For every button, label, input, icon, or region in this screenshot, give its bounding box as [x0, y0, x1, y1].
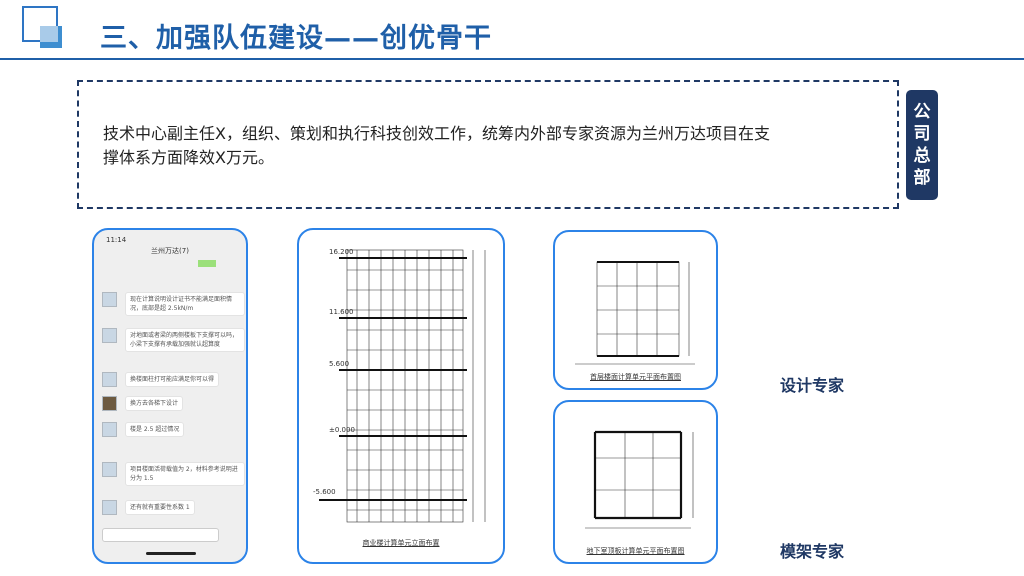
chat-message: 换方去各梯下设计: [102, 396, 184, 411]
chat-message: 现在计算说明设计证书不能满足面积情况，底部是超 2.5kN/m: [102, 292, 245, 316]
chat-input[interactable]: [102, 528, 219, 542]
side-tag-char: 司: [913, 124, 931, 144]
plan-drawing-panel-1: 首层楼面计算单元平面布置图: [553, 230, 718, 390]
text-frame: [77, 80, 899, 209]
level-label: 5.600: [329, 360, 349, 368]
side-tag-char: 总: [913, 146, 931, 166]
chat-message: 项目楼面活荷载值为 2，材料参考说明进分为 1.5: [102, 462, 245, 486]
plan1-caption: 首层楼面计算单元平面布置图: [590, 373, 681, 381]
plan-drawing-panel-2: 地下室顶板计算单元平面布置图: [553, 400, 718, 564]
avatar: [102, 396, 117, 411]
side-tag-char: 部: [913, 168, 931, 188]
avatar: [102, 500, 117, 515]
level-label: 11.600: [329, 308, 354, 316]
chat-message: 还有就有重要性系数 1: [102, 500, 195, 515]
chat-message: 楼是 2.5 超过情况: [102, 422, 185, 437]
design-expert-label: 设计专家: [780, 376, 845, 395]
side-tag-char: 公: [913, 102, 931, 122]
level-label: -5.600: [313, 488, 336, 496]
avatar: [102, 372, 117, 387]
plan-drawing-1: [575, 261, 695, 365]
plan-drawing-2: [585, 430, 694, 529]
elevation-caption: 商业楼计算单元立面布置: [362, 539, 440, 547]
phone-status-time: 11:14: [106, 236, 127, 244]
side-tag: 公 司 总 部: [906, 90, 938, 200]
chat-screenshot-panel: 11:14 兰州万达(7) 现在计算说明设计证书不能满足面积情况，底部是超 2.…: [92, 228, 248, 564]
chat-title: 兰州万达(7): [151, 247, 189, 255]
avatar: [102, 328, 117, 343]
chat-message: 对地面或者梁的两侧楼板下支撑可以吗，小梁下支撑有承载加强就认超算度: [102, 328, 245, 352]
plan2-caption: 地下室顶板计算单元平面布置图: [586, 547, 685, 555]
avatar: [102, 462, 117, 477]
sent-bubble: [198, 260, 216, 267]
title-decoration-highlight: [40, 26, 58, 42]
elevation-drawing-panel: 16.200 11.600 5.600 ±0.000 -5.600 商业楼计算单…: [297, 228, 505, 564]
page-title: 三、加强队伍建设——创优骨干: [100, 23, 492, 54]
avatar: [102, 292, 117, 307]
title-divider: [0, 58, 1024, 60]
elevation-drawing: 16.200 11.600 5.600 ±0.000 -5.600: [313, 248, 486, 523]
body-text: 技术中心副主任X，组织、策划和执行科技创效工作，统筹内外部专家资源为兰州万达项目…: [103, 124, 770, 167]
formwork-expert-label: 模架专家: [780, 542, 845, 561]
level-label: 16.200: [329, 248, 354, 256]
home-indicator: [146, 552, 196, 555]
level-label: ±0.000: [329, 426, 355, 434]
chat-message: 换楼面柱打可能应满足你可以得: [102, 372, 220, 387]
avatar: [102, 422, 117, 437]
